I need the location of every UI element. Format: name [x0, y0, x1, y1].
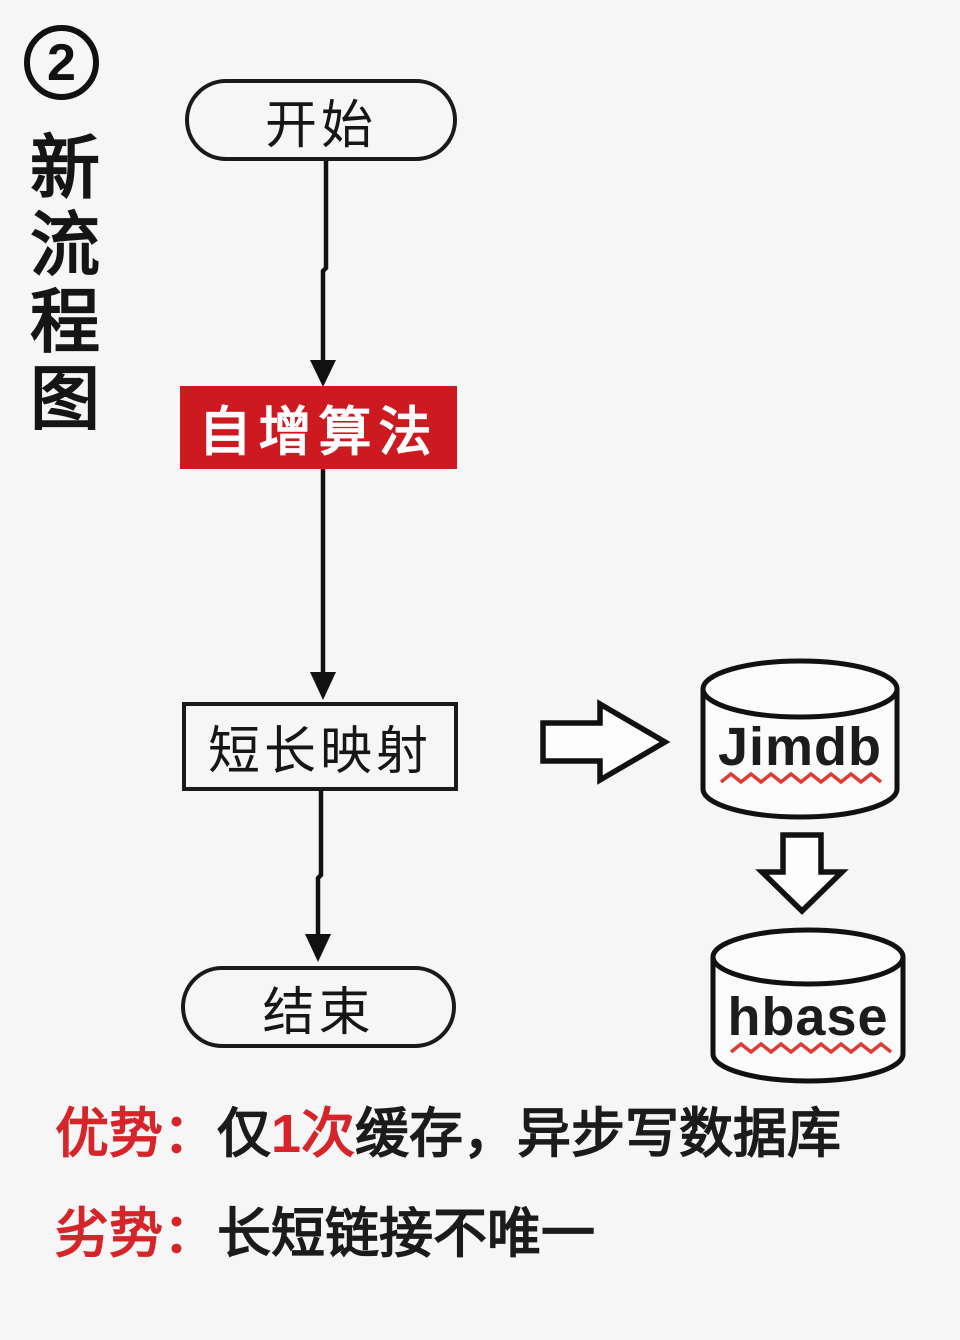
- disadvantage-label: 劣势：: [55, 1204, 217, 1264]
- connector-algorithm-to-mapping: [310, 469, 336, 700]
- connector-start-to-algorithm: [310, 161, 336, 387]
- hollow-arrow-down-icon: [755, 832, 849, 915]
- flow-node-end-label: 结束: [262, 983, 375, 1042]
- hollow-arrow-right-icon: [540, 699, 671, 785]
- flow-node-mapping: 短长映射: [182, 702, 458, 791]
- vertical-title: 新 流 程 图: [28, 130, 102, 438]
- red-squiggle-underline: [719, 771, 883, 785]
- arrow-down-icon: [310, 360, 336, 387]
- connector-line: [320, 161, 329, 362]
- advantage-note: 优势：仅1次缓存，异步写数据库: [55, 1103, 841, 1165]
- arrow-down-icon: [310, 672, 336, 700]
- title-char: 程: [30, 283, 100, 361]
- flow-node-start: 开始: [185, 79, 457, 161]
- cylinder-top: [710, 927, 906, 987]
- advantage-rest: 缓存，异步写数据库: [355, 1104, 842, 1164]
- advantage-highlight: 1次: [271, 1104, 356, 1164]
- jimdb-label: Jimdb: [717, 717, 883, 777]
- connector-mapping-to-end: [305, 791, 331, 962]
- advantage-pre: 仅: [217, 1104, 271, 1164]
- title-char: 新: [30, 129, 100, 207]
- flow-node-start-label: 开始: [264, 96, 377, 155]
- hbase-label: hbase: [727, 987, 889, 1047]
- flow-node-algorithm: 自增算法: [180, 386, 457, 469]
- jimdb-cylinder-icon: [700, 658, 900, 820]
- arrow-down-icon: [305, 934, 331, 962]
- advantage-label: 优势：: [55, 1104, 217, 1164]
- flow-node-mapping-label: 短长映射: [207, 723, 432, 781]
- cylinder-body: [700, 689, 900, 820]
- disadvantage-text: 长短链接不唯一: [217, 1204, 595, 1264]
- step-number: 2: [47, 33, 76, 92]
- connector-line: [315, 791, 324, 936]
- hbase-cylinder-icon: [710, 927, 906, 1084]
- red-squiggle-underline: [729, 1041, 893, 1055]
- title-char: 图: [30, 360, 100, 438]
- disadvantage-note: 劣势：长短链接不唯一: [55, 1203, 595, 1265]
- flow-node-algorithm-label: 自增算法: [198, 402, 439, 462]
- cylinder-top: [700, 658, 900, 720]
- flow-node-end: 结束: [181, 966, 456, 1048]
- title-char: 流: [30, 206, 100, 284]
- step-number-badge: 2: [24, 25, 99, 100]
